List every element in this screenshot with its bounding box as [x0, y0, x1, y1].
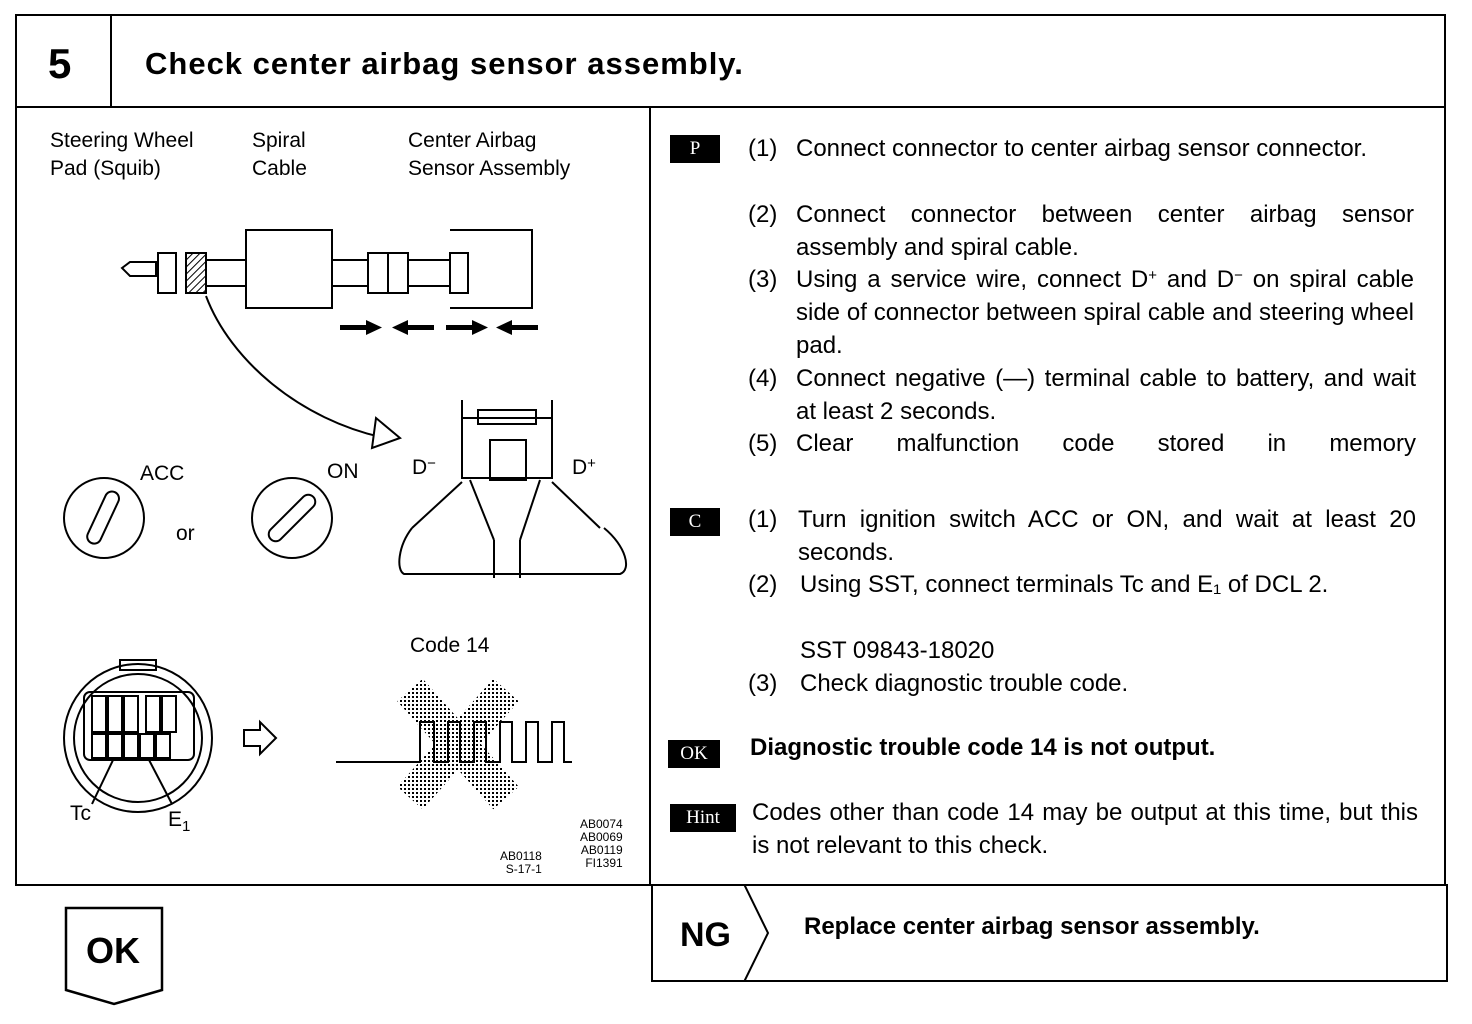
c-step-1-num: (1)	[748, 506, 778, 533]
wiring-diagram	[63, 229, 628, 813]
label-e1: E1	[168, 808, 191, 836]
page-title: Check center airbag sensor assembly.	[145, 46, 744, 81]
ng-box	[651, 884, 1448, 982]
ok-arrow-label: OK	[86, 930, 140, 971]
label-code14: Code 14	[410, 634, 490, 657]
p-step-1-text: Connect connector to center airbag senso…	[796, 135, 1368, 162]
label-tc: Tc	[70, 802, 91, 825]
step-number: 5	[48, 40, 72, 87]
label-d-minus: D−	[412, 455, 436, 479]
p-step-2-text: Connect connector between center airbag …	[796, 201, 1414, 261]
c-step-1-text: Turn ignition switch ACC or ON, and wait…	[798, 506, 1416, 566]
header-divider	[110, 14, 112, 108]
ok-arrow-shape	[64, 906, 164, 1006]
p-step-5-text: Clear malfunction code stored in memory	[796, 430, 1416, 457]
p-step-1-num: (1)	[748, 135, 778, 162]
label-spiral-cable: Spiral Cable	[252, 129, 307, 180]
badge-hint: Hint	[670, 804, 736, 832]
ok-result-text: Diagnostic trouble code 14 is not output…	[750, 734, 1216, 761]
p-step-4-num: (4)	[748, 365, 778, 392]
p-step-4-text: Connect negative (—) terminal cable to b…	[796, 365, 1416, 425]
hint-text: Codes other than code 14 may be output a…	[752, 799, 1418, 859]
badge-ok: OK	[668, 740, 720, 768]
ng-chevron	[743, 884, 770, 982]
c-step-2-text: Using SST, connect terminals Tc and E₁ o…	[800, 571, 1329, 598]
c-step-2-sst: SST 09843-18020	[800, 637, 995, 664]
figure-refs-left: AB0118 S-17-1	[500, 849, 542, 876]
label-steering-wheel: Steering Wheel Pad (Squib)	[50, 129, 194, 180]
label-center-sensor: Center Airbag Sensor Assembly	[408, 129, 571, 180]
c-step-3-text: Check diagnostic trouble code.	[800, 670, 1129, 697]
c-step-2-num: (2)	[748, 571, 778, 598]
label-on: ON	[327, 460, 359, 483]
figure-refs-right: AB0074 AB0069 AB0119 FI1391	[580, 817, 623, 870]
p-step-2-num: (2)	[748, 201, 778, 228]
ng-action-text: Replace center airbag sensor assembly.	[804, 913, 1260, 940]
column-divider	[649, 106, 651, 886]
label-or: or	[176, 522, 195, 545]
ng-label: NG	[680, 916, 731, 954]
p-step-3-text: Using a service wire, connect D+ and D− …	[796, 266, 1414, 359]
p-step-5-num: (5)	[748, 430, 778, 457]
badge-p: P	[670, 135, 720, 163]
c-step-3-num: (3)	[748, 670, 778, 697]
label-d-plus: D+	[572, 455, 596, 479]
badge-c: C	[670, 508, 720, 536]
label-acc: ACC	[140, 462, 185, 485]
p-step-3-num: (3)	[748, 266, 778, 293]
